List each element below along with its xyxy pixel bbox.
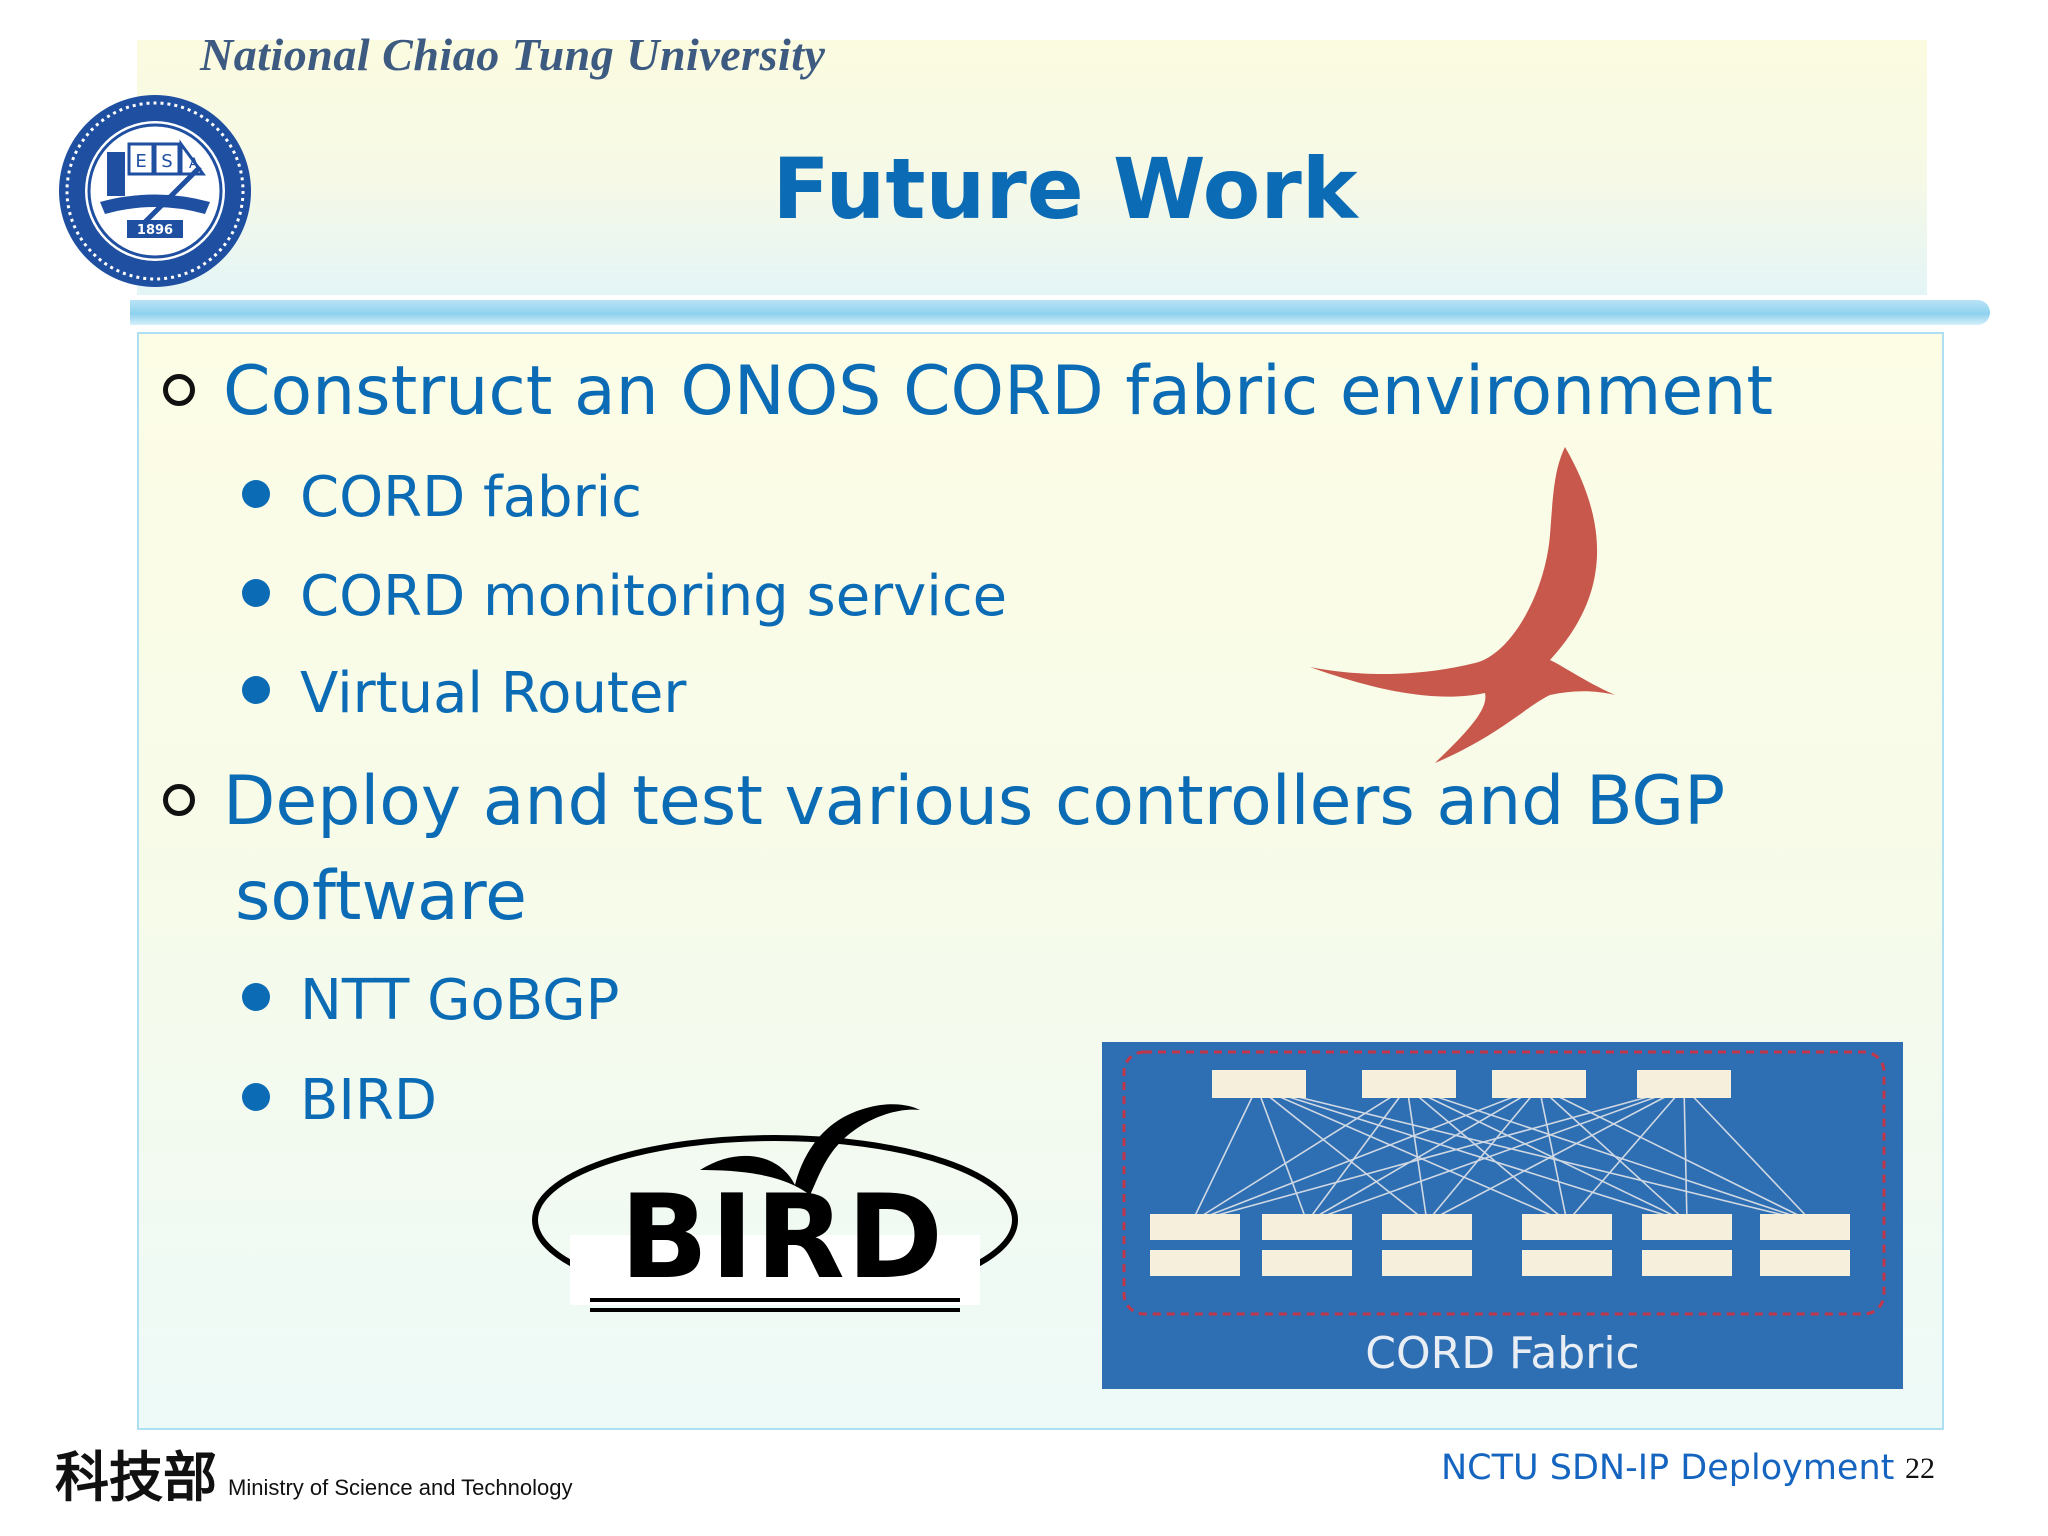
subbullet-item: CORD monitoring service xyxy=(242,562,1007,632)
filled-dot-bullet-icon xyxy=(242,983,270,1011)
ministry-name: Ministry of Science and Technology xyxy=(228,1475,573,1500)
presentation-title: NCTU SDN-IP Deployment xyxy=(1441,1448,1895,1488)
subbullet-item: BIRD xyxy=(242,1066,437,1136)
svg-text:E: E xyxy=(135,151,146,172)
subbullet-text: Virtual Router xyxy=(300,661,687,726)
bullet-text: Construct an ONOS CORD fabric environmen… xyxy=(223,352,1773,431)
university-name: National Chiao Tung University xyxy=(200,29,826,80)
cord-fabric-topology xyxy=(1122,1050,1886,1316)
hollow-circle-bullet-icon xyxy=(163,374,195,406)
subbullet-item: NTT GoBGP xyxy=(242,966,619,1036)
ministry-logo: 科技部 xyxy=(55,1445,217,1509)
subbullet-item: CORD fabric xyxy=(242,463,642,533)
svg-text:科技部: 科技部 xyxy=(55,1445,217,1509)
bullet-item-2-continuation: software xyxy=(235,857,528,936)
page-number: 22 xyxy=(1905,1452,1935,1485)
subbullet-text: CORD monitoring service xyxy=(300,564,1008,629)
subbullet-item: Virtual Router xyxy=(242,659,686,729)
subbullet-text: CORD fabric xyxy=(300,465,642,530)
subbullet-text: BIRD xyxy=(300,1068,437,1133)
bullet-text: Deploy and test various controllers and … xyxy=(223,762,1726,841)
bird-logo-image xyxy=(532,1104,1018,1312)
onos-bird-icon xyxy=(1310,447,1615,763)
header-rule xyxy=(130,300,1990,325)
svg-text:A: A xyxy=(189,156,199,172)
svg-text:1896: 1896 xyxy=(137,223,173,238)
bird-logo-text: BIRD xyxy=(619,1170,946,1305)
bullet-item-2: Deploy and test various controllers and … xyxy=(163,755,1725,849)
filled-dot-bullet-icon xyxy=(242,1083,270,1111)
cord-fabric-caption: CORD Fabric xyxy=(1365,1328,1640,1379)
slide-title: Future Work xyxy=(772,140,1358,238)
svg-text:S: S xyxy=(161,151,172,172)
subbullet-text: NTT GoBGP xyxy=(300,968,620,1033)
cord-fabric-diagram xyxy=(1102,1042,1903,1389)
hollow-circle-bullet-icon xyxy=(163,784,195,816)
filled-dot-bullet-icon xyxy=(242,480,270,508)
bullet-item-1: Construct an ONOS CORD fabric environmen… xyxy=(163,345,1773,439)
university-seal-logo: E S A 1896 xyxy=(59,95,251,287)
header-band xyxy=(137,40,1927,295)
filled-dot-bullet-icon xyxy=(242,579,270,607)
filled-dot-bullet-icon xyxy=(242,676,270,704)
